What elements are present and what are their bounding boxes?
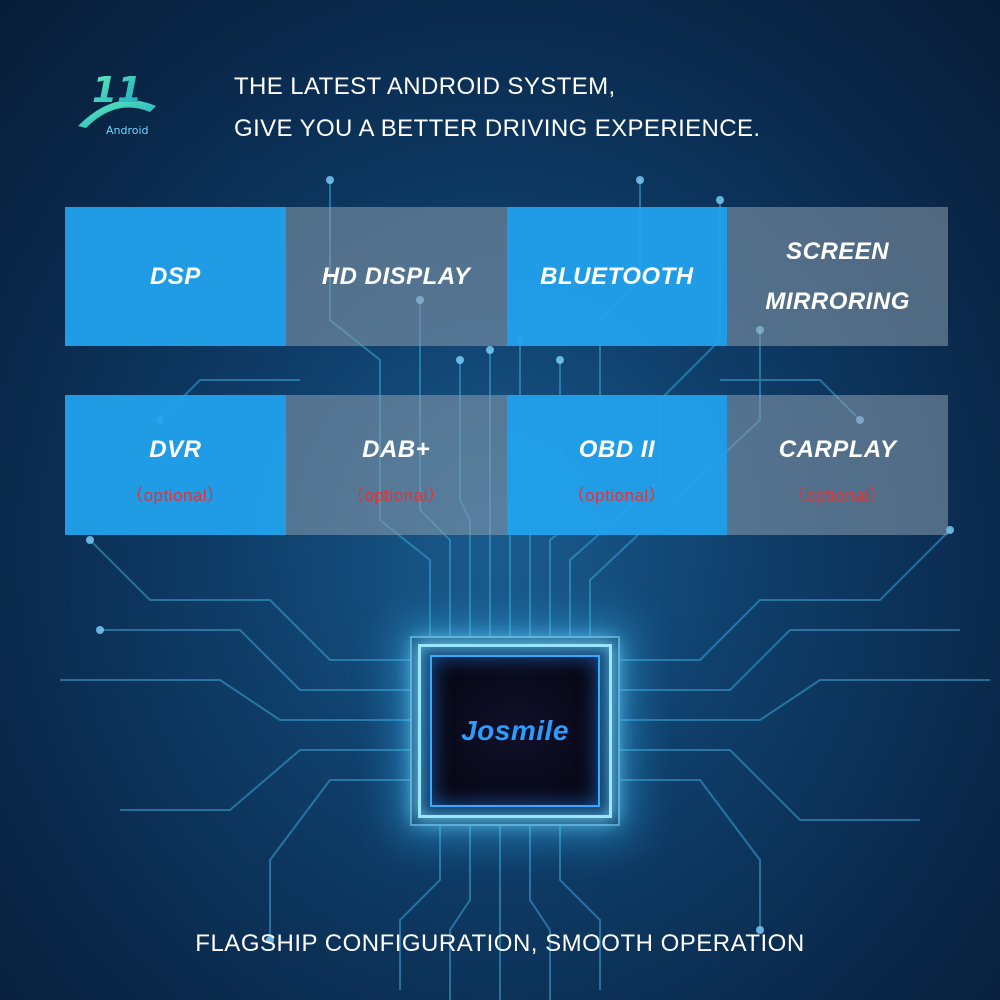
feature-label: DSP xyxy=(149,262,201,290)
feature-grid-row-1: DSP HD DISPLAY BLUETOOTH SCREEN MIRRORIN… xyxy=(65,207,948,346)
optional-note: （optional） xyxy=(567,485,667,505)
feature-label: DVR xyxy=(149,435,202,463)
headline-line-1: THE LATEST ANDROID SYSTEM, xyxy=(234,73,616,100)
chip-glow-frame xyxy=(410,636,620,826)
feature-tile-dvr: DVR （optional） xyxy=(65,395,286,535)
feature-label: CARPLAY xyxy=(778,435,897,463)
feature-tile-dsp: DSP xyxy=(65,207,286,346)
android-logo-icon: 11 Android xyxy=(78,70,156,137)
android-11-logo: 11 Android xyxy=(76,66,160,138)
feature-tile-hd-display: HD DISPLAY xyxy=(285,207,507,346)
headline: THE LATEST ANDROID SYSTEM, GIVE YOU A BE… xyxy=(234,66,761,150)
optional-note: （optional） xyxy=(126,485,225,505)
footer-tagline: FLAGSHIP CONFIGURATION, SMOOTH OPERATION xyxy=(195,930,805,957)
chip-brand-logo: Josmile xyxy=(461,715,569,746)
feature-tile-dab-plus: DAB+ （optional） xyxy=(285,395,507,535)
feature-tile-obd-ii: OBD II （optional） xyxy=(506,395,728,535)
logo-label: Android xyxy=(106,124,149,137)
chip-frame xyxy=(418,644,612,818)
feature-label-line-2: MIRRORING xyxy=(765,287,910,315)
optional-note: （optional） xyxy=(346,485,446,505)
feature-tile-bluetooth: BLUETOOTH xyxy=(506,207,728,346)
feature-tile-screen-mirroring: SCREEN MIRRORING xyxy=(727,207,948,346)
optional-note: （optional） xyxy=(788,485,887,505)
feature-grid-row-2: DVR （optional） DAB+ （optional） OBD II （o… xyxy=(65,395,948,535)
feature-label: DAB+ xyxy=(362,435,431,463)
headline-line-2: GIVE YOU A BETTER DRIVING EXPERIENCE. xyxy=(234,115,761,142)
feature-label: OBD II xyxy=(578,435,656,463)
feature-tile-carplay: CARPLAY （optional） xyxy=(727,395,948,535)
feature-label: SCREEN xyxy=(786,237,890,265)
feature-label: HD DISPLAY xyxy=(321,262,471,290)
feature-label: BLUETOOTH xyxy=(540,262,694,290)
logo-version: 11 xyxy=(92,70,142,111)
processor-chip: Josmile xyxy=(430,655,600,807)
